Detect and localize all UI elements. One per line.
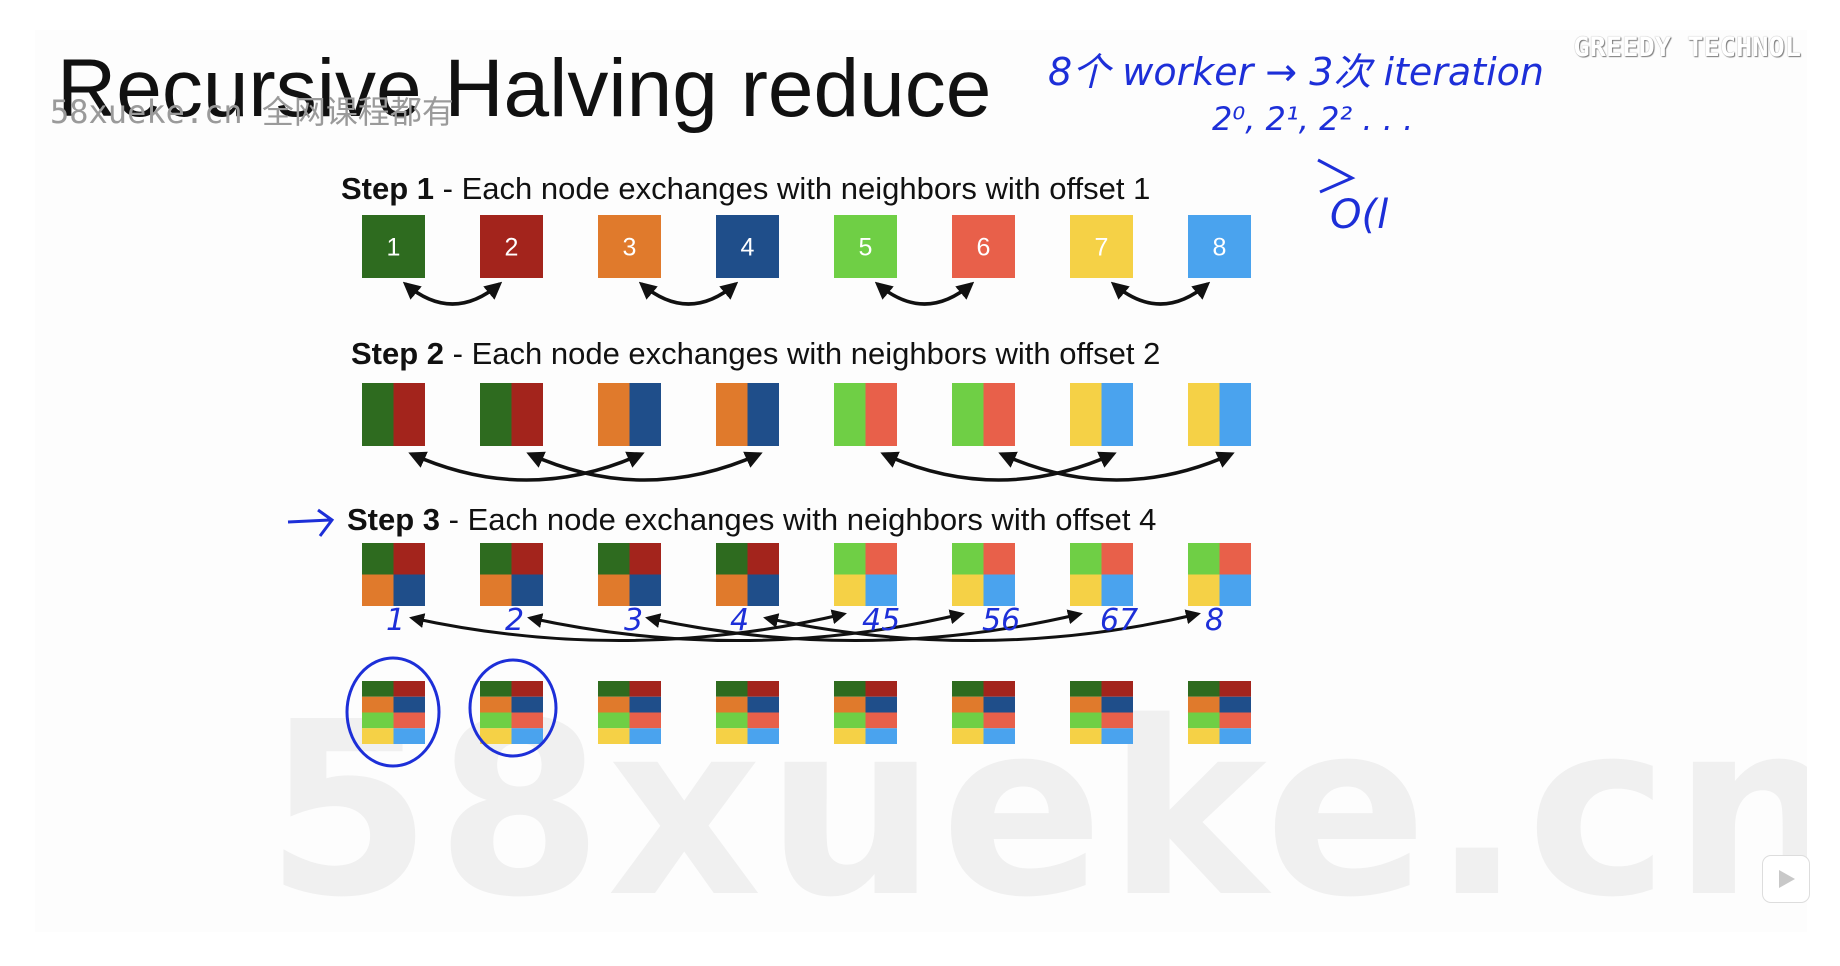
exchange-arrow-step3 [763,609,1201,643]
node-step3 [362,543,425,606]
handwritten-node-label: 8 [1205,603,1224,638]
node-box [598,215,661,278]
step-2-desc: - Each node exchanges with neighbors wit… [444,336,1161,371]
handwritten-node-label: 3 [624,603,643,638]
node-final [362,681,425,744]
handwritten-circle-icon [345,656,441,768]
handwritten-node-label: 45 [862,603,900,638]
exchange-arrow-step1 [402,281,503,306]
node-label: 4 [741,234,755,262]
handwritten-note-powers: 2⁰, 2¹, 2² . . . [1212,100,1413,138]
watermark-small: 58xueke.cn 全网课程都有 [50,93,454,131]
node-label: 3 [623,234,637,262]
node-box [1070,215,1133,278]
exchange-arrow-step2 [526,451,763,482]
handwritten-node-label: 2 [505,603,524,638]
handwritten-node-label: 4 [730,603,749,638]
node-step2 [834,383,897,446]
node-box [952,215,1015,278]
step-1-label: Step 1 [341,171,435,206]
node-step1-8: 8 [1188,215,1251,278]
node-step2 [598,383,661,446]
node-box [716,215,779,278]
node-final [834,681,897,744]
node-label: 8 [1213,234,1227,262]
step-3-desc: - Each node exchanges with neighbors wit… [440,502,1157,537]
step-2-heading: Step 2 - Each node exchanges with neighb… [351,336,1160,372]
node-step1-6: 6 [952,215,1015,278]
node-step1-7: 7 [1070,215,1133,278]
node-step3 [1070,543,1133,606]
node-step2 [480,383,543,446]
handwritten-note-workers: 8个 worker → 3次 iteration [1048,50,1544,94]
step-2-label: Step 2 [351,336,445,371]
step-3-label: Step 3 [347,502,441,537]
handwritten-node-label: 56 [982,603,1020,638]
handwritten-node-label: 1 [386,603,405,638]
node-final [1188,681,1251,744]
node-step2 [1070,383,1133,446]
step-1-desc: - Each node exchanges with neighbors wit… [434,171,1151,206]
step-3-heading: Step 3 - Each node exchanges with neighb… [347,502,1156,538]
node-step2 [952,383,1015,446]
node-step2 [1188,383,1251,446]
slide: 58xueke.cn Recursive Halving reduce 58xu… [35,30,1807,932]
node-final [598,681,661,744]
node-step1-3: 3 [598,215,661,278]
node-label: 5 [859,234,873,262]
node-step3 [716,543,779,606]
node-step1-5: 5 [834,215,897,278]
node-step3 [952,543,1015,606]
node-step3 [598,543,661,606]
handwritten-circle-icon [468,658,558,758]
exchange-arrow-step2 [998,451,1235,482]
node-step3 [480,543,543,606]
node-step1-2: 2 [480,215,543,278]
exchange-arrow-step1 [1110,281,1211,306]
handwritten-node-label: 67 [1100,603,1138,638]
step-1-heading: Step 1 - Each node exchanges with neighb… [341,171,1150,207]
page-title: Recursive Halving reduce [57,43,992,134]
handwritten-step3-arrow-icon [287,508,335,537]
node-step3 [834,543,897,606]
node-step2 [716,383,779,446]
node-final [952,681,1015,744]
play-button[interactable] [1762,855,1810,903]
node-final [480,681,543,744]
node-step3 [1188,543,1251,606]
play-icon [1779,870,1795,888]
node-box [480,215,543,278]
exchange-arrow-step1 [874,281,975,306]
node-label: 1 [387,234,401,262]
node-final [1070,681,1133,744]
node-box [1188,215,1251,278]
exchange-arrow-step1 [638,281,739,306]
node-label: 7 [1095,234,1109,262]
handwritten-arrow-icon [1317,158,1356,194]
node-final [716,681,779,744]
brand-logo: GREEDY TECHNOL [1573,32,1801,63]
node-label: 6 [977,234,991,262]
node-box [362,215,425,278]
node-step2 [362,383,425,446]
node-step1-4: 4 [716,215,779,278]
node-box [834,215,897,278]
node-step1-1: 1 [362,215,425,278]
node-label: 2 [505,234,519,262]
handwritten-note-complexity: O(l [1330,192,1388,238]
